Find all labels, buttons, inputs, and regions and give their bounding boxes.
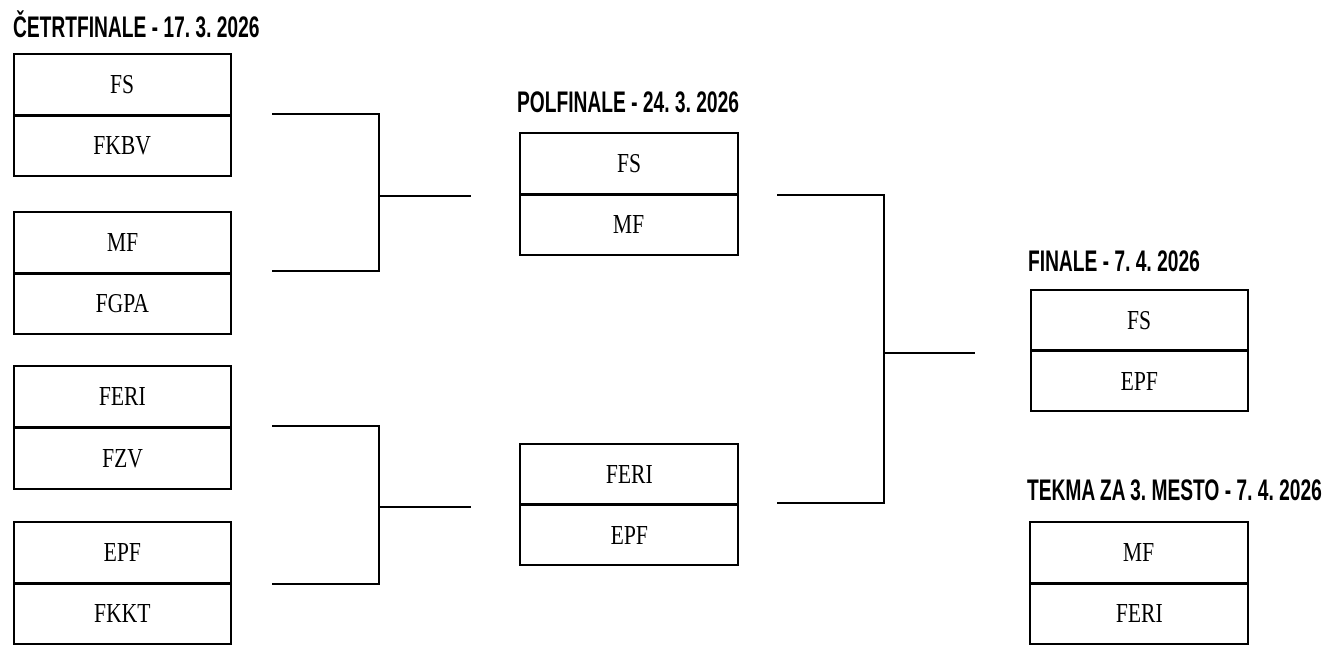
connector-line bbox=[777, 194, 885, 196]
match-quarterfinal-3: FERI FZV bbox=[13, 365, 232, 490]
team-label: MF bbox=[1123, 536, 1155, 567]
connector-line bbox=[777, 502, 885, 504]
team-slot-top: FS bbox=[521, 134, 737, 193]
team-label: FERI bbox=[605, 458, 653, 489]
team-label: FERI bbox=[1115, 598, 1163, 629]
match-third-place: MF FERI bbox=[1029, 521, 1249, 645]
round-title-third-place: TEKMA ZA 3. MESTO - 7. 4. 2026 bbox=[1027, 474, 1322, 507]
team-slot-bottom: FGPA bbox=[15, 271, 230, 334]
team-slot-bottom: FKBV bbox=[15, 113, 230, 176]
connector-line bbox=[378, 425, 380, 585]
team-label: FKBV bbox=[93, 130, 152, 161]
connector-line bbox=[378, 113, 380, 272]
team-slot-top: MF bbox=[15, 213, 230, 272]
team-slot-bottom: MF bbox=[521, 192, 737, 255]
connector-line bbox=[272, 270, 380, 272]
connector-line bbox=[883, 194, 885, 504]
team-slot-bottom: FZV bbox=[15, 426, 230, 488]
round-title-semifinal: POLFINALE - 24. 3. 2026 bbox=[517, 86, 739, 119]
match-quarterfinal-2: MF FGPA bbox=[13, 211, 232, 335]
team-label: EPF bbox=[610, 519, 648, 550]
connector-line bbox=[272, 583, 380, 585]
team-slot-top: MF bbox=[1031, 523, 1247, 582]
team-slot-bottom: EPF bbox=[1032, 349, 1247, 410]
team-label: FZV bbox=[102, 443, 143, 473]
connector-line bbox=[378, 195, 471, 197]
connector-line bbox=[378, 506, 471, 508]
team-label: EPF bbox=[103, 536, 142, 567]
connector-line bbox=[272, 425, 380, 427]
team-label: FKKT bbox=[94, 598, 151, 629]
round-title-quarterfinal: ČETRTFINALE - 17. 3. 2026 bbox=[13, 11, 260, 44]
team-label: MF bbox=[106, 226, 139, 257]
match-quarterfinal-1: FS FKBV bbox=[13, 53, 232, 177]
round-title-final: FINALE - 7. 4. 2026 bbox=[1028, 245, 1200, 278]
team-slot-bottom: FERI bbox=[1031, 581, 1247, 644]
team-label: FS bbox=[110, 68, 135, 99]
match-semifinal-1: FS MF bbox=[519, 132, 739, 256]
team-label: FGPA bbox=[95, 288, 150, 319]
team-label: EPF bbox=[1120, 365, 1159, 396]
match-final: FS EPF bbox=[1030, 289, 1249, 412]
match-semifinal-2: FERI EPF bbox=[519, 443, 739, 566]
team-slot-bottom: EPF bbox=[521, 503, 737, 564]
team-label: FS bbox=[616, 147, 642, 178]
connector-line bbox=[272, 113, 380, 115]
team-slot-top: EPF bbox=[15, 523, 230, 582]
team-slot-bottom: FKKT bbox=[15, 581, 230, 644]
match-quarterfinal-4: EPF FKKT bbox=[13, 521, 232, 645]
team-slot-top: FS bbox=[1032, 291, 1247, 349]
team-slot-top: FERI bbox=[521, 445, 737, 503]
team-slot-top: FS bbox=[15, 55, 230, 114]
team-slot-top: FERI bbox=[15, 367, 230, 426]
team-label: FERI bbox=[99, 381, 146, 411]
connector-line bbox=[883, 352, 975, 354]
team-label: MF bbox=[613, 209, 645, 240]
team-label: FS bbox=[1127, 304, 1152, 335]
